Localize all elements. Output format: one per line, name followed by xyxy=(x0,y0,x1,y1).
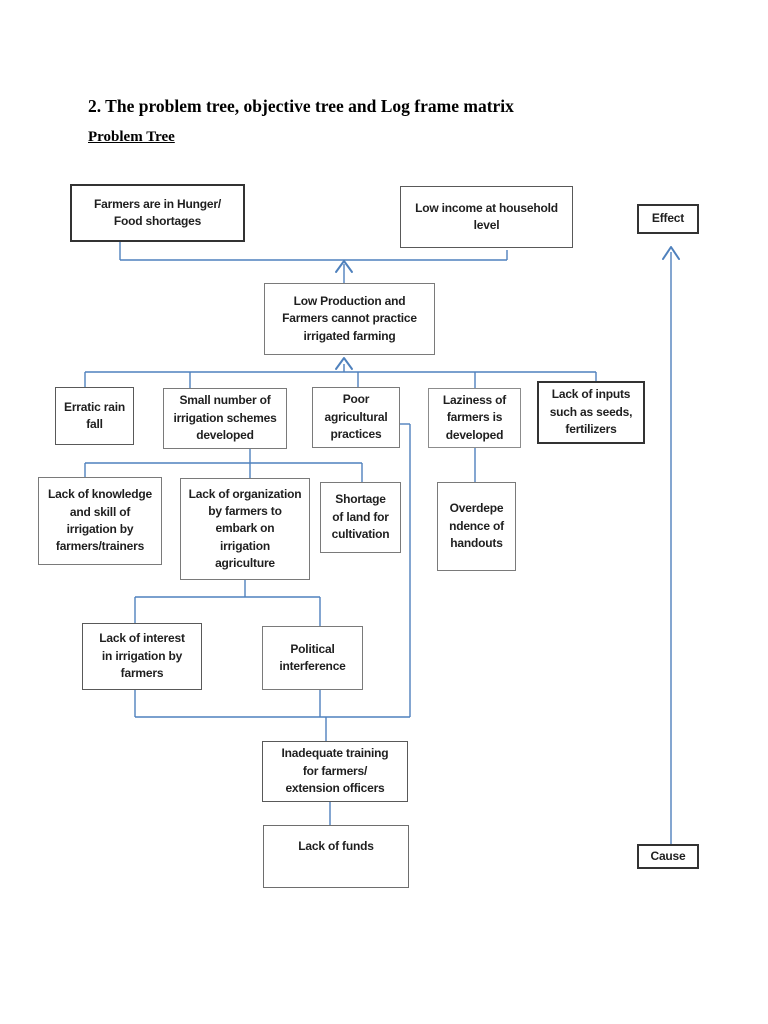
up-arrow-icon xyxy=(662,246,680,260)
box-lack-of-interest: Lack of interest in irrigation by farmer… xyxy=(82,623,202,690)
box-political-interference: Political interference xyxy=(262,626,363,690)
box-effect-label: Effect xyxy=(637,204,699,234)
box-lack-of-funds: Lack of funds xyxy=(263,825,409,888)
box-poor-agricultural-practices: Poor agricultural practices xyxy=(312,387,400,448)
box-lack-of-inputs: Lack of inputs such as seeds, fertilizer… xyxy=(537,381,645,444)
box-cause-label: Cause xyxy=(637,844,699,869)
connector-level2 xyxy=(84,423,476,717)
connector-causes-rail xyxy=(84,357,597,388)
section-heading-problem-tree: Problem Tree xyxy=(88,129,175,145)
box-laziness-farmers: Laziness of farmers is developed xyxy=(428,388,521,448)
box-lack-of-organization: Lack of organization by farmers to embar… xyxy=(180,478,310,580)
up-arrow-icon xyxy=(335,357,353,370)
box-small-number-schemes: Small number of irrigation schemes devel… xyxy=(163,388,287,449)
up-arrow-icon xyxy=(335,260,353,273)
box-erratic-rain: Erratic rain fall xyxy=(55,387,134,445)
box-farmers-hunger: Farmers are in Hunger/ Food shortages xyxy=(70,184,245,242)
connector-top-effects xyxy=(119,242,508,283)
page-title: 2. The problem tree, objective tree and … xyxy=(88,96,514,116)
box-low-production: Low Production and Farmers cannot practi… xyxy=(264,283,435,355)
box-overdependence-handouts: Overdepe ndence of handouts xyxy=(437,482,516,571)
box-lack-of-knowledge: Lack of knowledge and skill of irrigatio… xyxy=(38,477,162,565)
effect-cause-arrow xyxy=(662,246,680,844)
box-low-income: Low income at household level xyxy=(400,186,573,248)
box-shortage-of-land: Shortage of land for cultivation xyxy=(320,482,401,553)
box-inadequate-training: Inadequate training for farmers/ extensi… xyxy=(262,741,408,802)
